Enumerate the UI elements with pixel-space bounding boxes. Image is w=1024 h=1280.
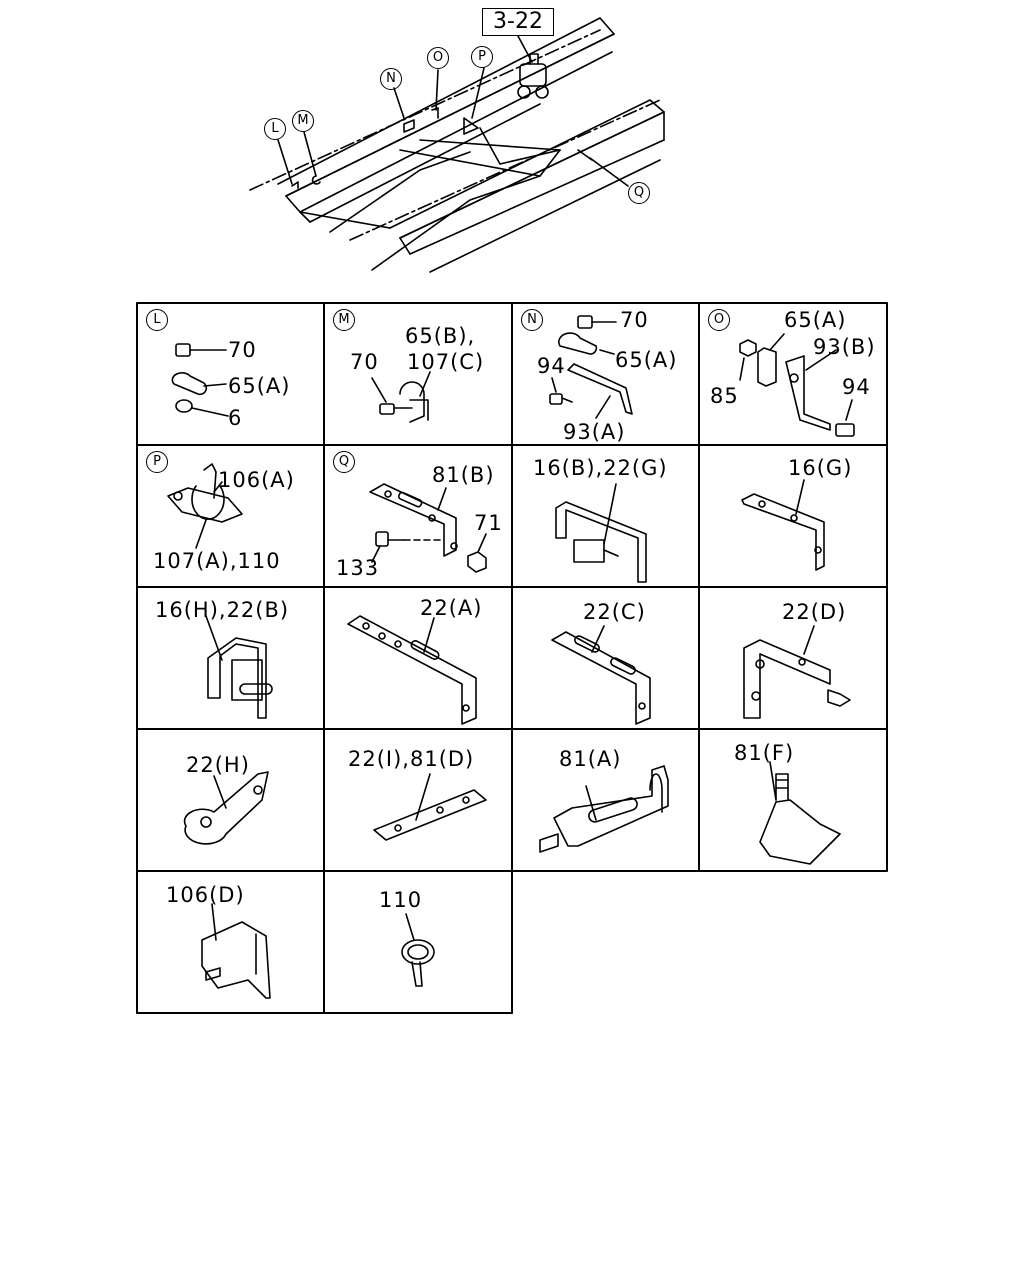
cell-c11-art <box>551 625 651 725</box>
cell-q-letter: Q <box>333 451 355 473</box>
part-label: 65(A) <box>228 374 291 398</box>
part-label: 16(B),22(G) <box>533 456 668 480</box>
cell-q-art <box>369 483 487 573</box>
reference-box: 3-22 <box>482 8 554 36</box>
cell-l-art <box>171 343 229 417</box>
cell-p-letter: P <box>146 451 168 473</box>
part-label: 70 <box>350 350 379 374</box>
cell-o-letter: O <box>708 309 730 331</box>
cell-m-letter: M <box>333 309 355 331</box>
cell-c14-art <box>373 773 487 841</box>
part-label: 107(C) <box>407 350 485 374</box>
part-label: 22(H) <box>186 753 250 777</box>
part-label: 22(D) <box>782 600 847 624</box>
part-label: 85 <box>710 384 739 408</box>
callout-p: P <box>471 46 493 68</box>
part-label: 107(A),110 <box>153 549 281 573</box>
part-label: 81(A) <box>559 747 622 771</box>
callout-n: N <box>380 68 402 90</box>
part-label: 22(I),81(D) <box>348 747 475 771</box>
cell-c7-art <box>555 483 647 583</box>
part-label: 22(A) <box>420 596 483 620</box>
cell-c12-art <box>743 625 851 719</box>
part-label: 110 <box>379 888 423 912</box>
cell-c18-art <box>401 913 435 987</box>
callout-l: L <box>264 118 286 140</box>
part-label: 94 <box>537 354 566 378</box>
cell-c16-art <box>759 761 841 865</box>
cell-c8-art <box>741 479 825 571</box>
callout-q: Q <box>628 182 650 204</box>
part-label: 22(C) <box>583 600 646 624</box>
cell-c17-art <box>201 903 271 999</box>
part-label: 133 <box>336 556 380 580</box>
part-label: 70 <box>228 338 257 362</box>
callout-m: M <box>292 110 314 132</box>
part-label: 16(G) <box>788 456 853 480</box>
cell-n-art <box>549 315 633 419</box>
part-label: 65(B), <box>405 324 476 348</box>
cell-c10-art <box>347 615 477 725</box>
cell-l-letter: L <box>146 309 168 331</box>
part-label: 16(H),22(B) <box>155 598 290 622</box>
cell-m-art <box>371 371 431 423</box>
part-label: 93(A) <box>563 420 626 444</box>
cell-o-art <box>739 333 855 437</box>
cell-c13-art <box>183 771 269 845</box>
parts-grid <box>136 302 888 1014</box>
part-label: 70 <box>620 308 649 332</box>
part-label: 93(B) <box>813 335 876 359</box>
cell-c9-art <box>205 615 273 719</box>
part-label: 65(A) <box>784 308 847 332</box>
part-label: 106(D) <box>166 883 245 907</box>
part-label: 94 <box>842 375 871 399</box>
part-label: 81(F) <box>734 741 795 765</box>
part-label: 81(B) <box>432 463 495 487</box>
part-label: 106(A) <box>218 468 295 492</box>
part-label: 65(A) <box>615 348 678 372</box>
cell-p-art <box>167 463 243 549</box>
part-label: 71 <box>474 511 503 535</box>
cell-n-letter: N <box>521 309 543 331</box>
chassis-frame-overview <box>249 17 665 273</box>
cell-c15-art <box>539 765 669 853</box>
callout-o: O <box>427 47 449 69</box>
part-label: 6 <box>228 406 243 430</box>
